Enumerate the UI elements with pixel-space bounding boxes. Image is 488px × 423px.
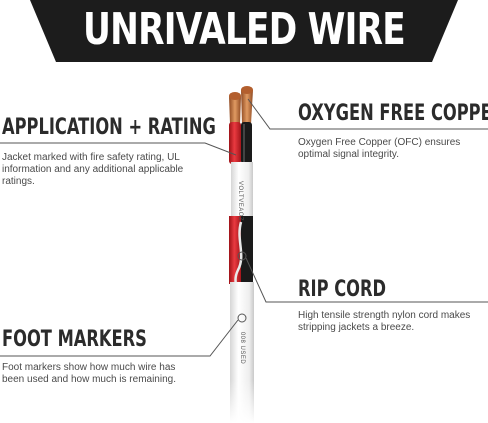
oxygen-free-copper-title: OXYGEN FREE COPPER [298, 101, 488, 126]
oxygen-free-copper-description: Oxygen Free Copper (OFC) ensures optimal… [298, 137, 461, 160]
banner-title: UNRIVALED WIRE [83, 4, 406, 55]
foot-markers-description: Foot markers show how much wire has been… [2, 362, 176, 385]
application-rating-description: Jacket marked with fire safety rating, U… [2, 152, 184, 187]
foot-markers-title: FOOT MARKERS [2, 327, 147, 352]
rip-cord-description: High tensile strength nylon cord makes s… [298, 310, 471, 333]
rip-cord-marker-ring [237, 251, 247, 261]
banner-shape [30, 0, 458, 62]
copper-strands [229, 86, 253, 124]
callout-lines [0, 98, 488, 357]
application-rating-title: APPLICATION + RATING [2, 115, 216, 140]
upper-jacket [231, 162, 253, 217]
foot-marker-ring [237, 313, 247, 323]
foot-marker-print: 008 USED [239, 331, 245, 365]
jacket-print-text: VOLTVEAOZ [237, 181, 243, 222]
header-banner: UNRIVALED WIRE [0, 0, 488, 62]
rip-cord-title: RIP CORD [298, 277, 387, 302]
stripped-section [229, 216, 253, 285]
inner-conductors [229, 122, 252, 164]
